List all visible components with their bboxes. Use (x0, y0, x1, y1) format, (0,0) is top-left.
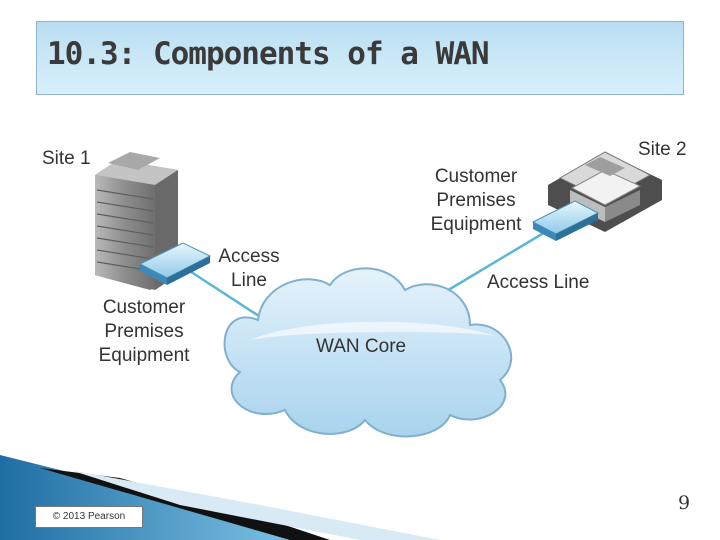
page-number: 9 (678, 492, 691, 514)
cpe-device-2-icon (531, 200, 600, 241)
cpe2-label: Customer Premises Equipment (430, 166, 522, 235)
title-bar: 10.3: Components of a WAN (36, 21, 684, 95)
access-line-2 (444, 226, 553, 294)
cpe-device-1-icon (138, 242, 212, 285)
access-line-1 (181, 264, 263, 320)
wan-core-label: WAN Core (316, 336, 407, 357)
site1-label: Site 1 (42, 148, 91, 169)
slide-title: 10.3: Components of a WAN (47, 36, 490, 72)
cloud-highlight (250, 321, 495, 340)
site2-label: Site 2 (638, 139, 687, 160)
access-line1-label: Access Line (218, 246, 280, 291)
cpe1-label: Customer Premises Equipment (98, 297, 190, 366)
wan-cloud (223, 267, 513, 438)
access-line2-label: Access Line (487, 272, 590, 293)
copyright-box: © 2013 Pearson (35, 506, 143, 528)
